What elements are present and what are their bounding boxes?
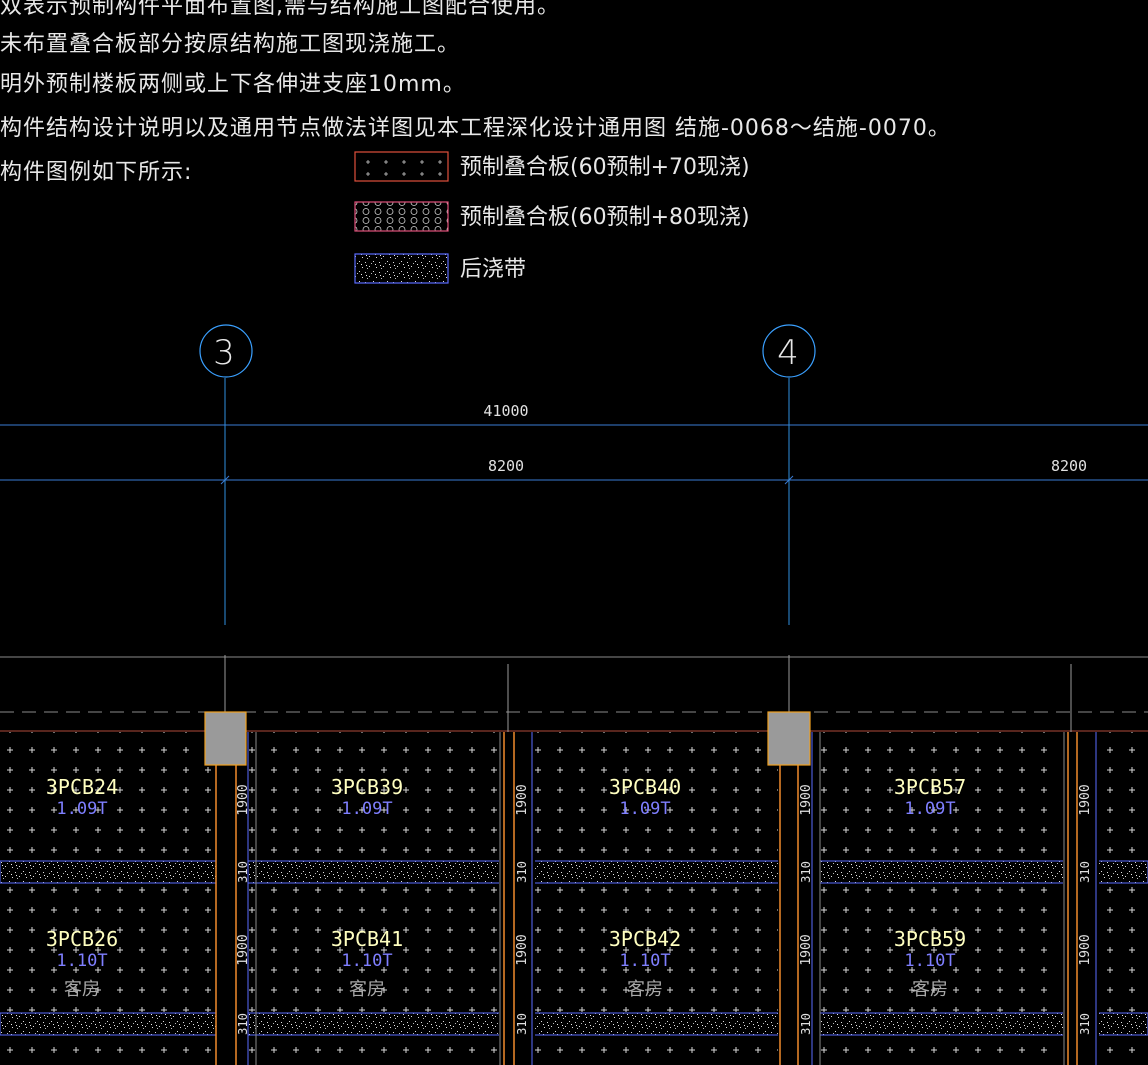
legend-item-cross: 预制叠合板(60预制+70现浇) (354, 151, 750, 182)
legend-swatch-cross (354, 151, 449, 182)
axis-3: 3 (199, 324, 253, 712)
joint-width-dim: 310 (515, 861, 529, 883)
slab-weight: 1.10T (56, 951, 107, 971)
note-line-2: 未布置叠合板部分按原结构施工图现浇施工。 (0, 32, 461, 57)
note-line-3: 明外预制楼板两侧或上下各伸进支座10mm。 (0, 72, 466, 97)
slab-id: 3PCB39 (331, 775, 403, 799)
post-cast-strips (0, 860, 1148, 1036)
legend-swatch-speckle (354, 253, 449, 284)
slab-zone-row1 (0, 732, 1148, 860)
slab-height-dim: 1900 (1078, 934, 1093, 965)
dim-span-label-1: 8200 (488, 457, 524, 475)
legend: 预制叠合板(60预制+70现浇) 预制叠合板(60预制+80现浇) 后浇带 (354, 151, 750, 284)
slab-weight: 1.10T (341, 951, 392, 971)
column-axis-4 (767, 711, 811, 766)
beam-strip-3 (778, 732, 820, 1065)
slab-height-dim: 1900 (1078, 784, 1093, 815)
joint-width-dim: 310 (799, 1013, 813, 1035)
axis-4-bubble (762, 324, 816, 378)
joint-strip-1 (0, 860, 1148, 884)
slab-height-dim: 1900 (799, 784, 814, 815)
beam-strip-4 (1063, 732, 1099, 1065)
note-line-5: 构件图例如下所示: (0, 160, 193, 185)
slab-weight: 1.10T (904, 951, 955, 971)
joint-width-dim: 310 (1078, 1013, 1092, 1035)
beam-dim-labels: 1900 1900 1900 1900 310 310 310 310 1900… (236, 784, 1093, 1035)
slab-labels-row1: 3PCB24 1.09T 3PCB39 1.09T 3PCB40 1.09T 3… (46, 775, 966, 819)
room-label: 客房 (627, 979, 663, 1000)
axis-3-bubble (199, 324, 253, 378)
slab-height-dim: 1900 (515, 934, 530, 965)
legend-label-cross: 预制叠合板(60预制+70现浇) (460, 155, 750, 180)
slab-weight: 1.09T (341, 799, 392, 819)
legend-label-circle: 预制叠合板(60预制+80现浇) (460, 205, 750, 230)
beam-strip-2 (499, 732, 535, 1065)
slab-height-dim: 1900 (799, 934, 814, 965)
joint-width-dim: 310 (799, 861, 813, 883)
slab-height-dim: 1900 (515, 784, 530, 815)
dim-total-label: 41000 (483, 402, 528, 420)
dim-span-label-2: 8200 (1051, 457, 1087, 475)
axis-3-label: 3 (213, 333, 235, 373)
slab-id: 3PCB24 (46, 775, 118, 799)
slab-labels-row2: 3PCB26 1.10T 客房 3PCB41 1.10T 客房 3PCB42 1… (46, 927, 966, 1000)
slab-id: 3PCB26 (46, 927, 118, 951)
room-label: 客房 (349, 979, 385, 1000)
slab-weight: 1.09T (56, 799, 107, 819)
axis-4: 4 (762, 324, 816, 712)
room-label: 客房 (912, 979, 948, 1000)
joint-width-dim: 310 (236, 861, 250, 883)
slab-area (0, 732, 1148, 1065)
slab-id: 3PCB41 (331, 927, 403, 951)
slab-weight: 1.09T (619, 799, 670, 819)
slab-height-dim: 1900 (236, 934, 251, 965)
legend-swatch-circle (354, 201, 449, 232)
joint-width-dim: 310 (515, 1013, 529, 1035)
dimension-lines: 41000 8200 8200 (0, 402, 1148, 485)
legend-item-circle: 预制叠合板(60预制+80现浇) (354, 201, 750, 232)
joint-width-dim: 310 (236, 1013, 250, 1035)
beams (215, 732, 1099, 1065)
note-line-1: 双表示预制构件平面布置图,需与结构施工图配合使用。 (0, 0, 560, 19)
note-line-4: 构件结构设计说明以及通用节点做法详图见本工程深化设计通用图 结施-0068～结施… (0, 116, 951, 141)
column-axis-3 (204, 711, 247, 766)
slab-id: 3PCB40 (609, 775, 681, 799)
slab-id: 3PCB57 (894, 775, 966, 799)
beam-strip-1 (216, 732, 248, 1065)
slab-id: 3PCB59 (894, 927, 966, 951)
slab-weight: 1.10T (619, 951, 670, 971)
joint-strip-2 (0, 1012, 1148, 1036)
slab-zone-row3 (0, 1036, 1148, 1065)
legend-label-speckle: 后浇带 (460, 257, 526, 282)
joint-width-dim: 310 (1078, 861, 1092, 883)
axis-4-label: 4 (777, 333, 799, 373)
slab-height-dim: 1900 (236, 784, 251, 815)
room-label: 客房 (64, 979, 100, 1000)
slab-id: 3PCB42 (609, 927, 681, 951)
legend-item-speckle: 后浇带 (354, 253, 526, 284)
slab-weight: 1.09T (904, 799, 955, 819)
slab-zone-row2 (0, 884, 1148, 1012)
